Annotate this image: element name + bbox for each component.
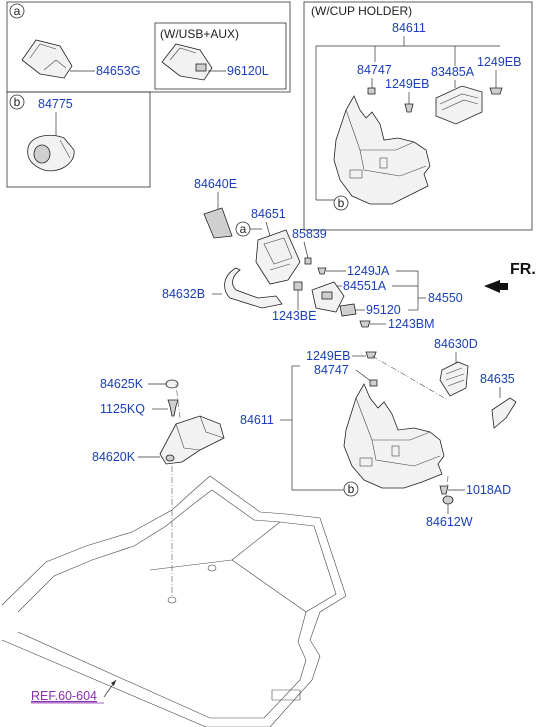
legend-marker-a-text: a: [14, 4, 21, 18]
part-84620k-label: 84620K: [92, 450, 136, 464]
callout-marker-b-text: b: [348, 482, 355, 496]
cup-holder-84747-label: 84747: [357, 63, 392, 77]
part-84612w-label: 84612W: [426, 515, 473, 529]
tray-96120l-part: [161, 43, 213, 81]
middle-cluster: 84640E 84651 a 85839 1249JA 84551A 84550: [162, 177, 463, 331]
bracket-1243be-part: [293, 281, 303, 291]
screw-1249eb-part: [365, 351, 377, 359]
clip-84747-lower-part: [369, 379, 378, 387]
screw-1249eb-b-part: [489, 87, 503, 95]
reference-link[interactable]: REF.60-604: [31, 689, 97, 703]
part-95120-label: 95120: [366, 303, 401, 317]
cover-84775-part: [27, 134, 75, 172]
front-direction-label: FR.: [510, 261, 536, 278]
cup-holder-83485a-label: 83485A: [431, 65, 475, 79]
part-84630d-label: 84630D: [434, 337, 478, 351]
cup-holder-title: (W/CUP HOLDER): [311, 4, 412, 18]
cup-holder-1249eb-b-label: 1249EB: [477, 55, 521, 69]
bracket-84620k-part: [159, 415, 225, 465]
part-84747-label: 84747: [314, 363, 349, 377]
grille-84630d-part: [439, 361, 469, 397]
cap-84625k-part: [165, 379, 179, 389]
legend-marker-a: [9, 3, 25, 19]
part-1249ja-label: 1249JA: [347, 264, 390, 278]
part-84640e-label: 84640E: [194, 177, 237, 191]
front-direction-indicator: FR.: [484, 261, 536, 293]
cup-holder-84611-label: 84611: [392, 21, 426, 35]
trim-84632b-part: [224, 267, 283, 309]
front-arrow-icon: [484, 280, 508, 293]
tray-84653g-part: [21, 39, 73, 79]
reference-arrow-icon: [111, 680, 116, 686]
lower-console-group: 1249EB 84747 84611 b 84630D 84635 1018AD: [240, 337, 517, 529]
part-84611-label: 84611: [240, 413, 274, 427]
screw-1249eb-part: [404, 103, 414, 113]
part-84651-label: 84651: [251, 207, 286, 221]
part-96120l-label: 96120L: [227, 64, 269, 78]
part-84632b-label: 84632B: [162, 287, 205, 301]
callout-marker-a-text: a: [240, 222, 247, 236]
part-1018ad-label: 1018AD: [466, 483, 511, 497]
part-85839-label: 85839: [292, 227, 327, 241]
part-84550-label: 84550: [428, 291, 463, 305]
cup-holder-panel: (W/CUP HOLDER) 84611 84747 1249EB 83485A…: [303, 1, 533, 231]
screw-1243bm-part: [359, 320, 371, 328]
part-84551a-label: 84551A: [343, 279, 387, 293]
cup-holder-console-part: [333, 95, 431, 205]
legend-marker-b: [9, 94, 25, 110]
switch-95120-part: [339, 303, 357, 317]
part-1243be-label: 1243BE: [272, 309, 316, 323]
screw-1249ja-part: [317, 267, 327, 275]
cup-holder-1249eb-a-label: 1249EB: [385, 77, 429, 91]
console-84611-part: [343, 383, 445, 489]
part-84775-label: 84775: [38, 97, 73, 111]
reference-link-group[interactable]: REF.60-604: [31, 679, 117, 704]
part-84635-label: 84635: [480, 372, 515, 386]
clip-84747-part: [367, 87, 376, 95]
part-84653g-label: 84653G: [96, 64, 140, 78]
shift-boot-group: 84625K 1125KQ 84620K: [92, 377, 225, 598]
cap-84612w-part: [442, 495, 454, 505]
usb-aux-variant-title: (W/USB+AUX): [160, 27, 239, 41]
legend-panel: a (W/USB+AUX) 84653G 96120L b 84775: [6, 1, 291, 188]
panel-84551a-part: [311, 281, 345, 313]
callout-marker-b: [343, 481, 359, 497]
cup-holder-marker-b: [333, 195, 349, 211]
legend-marker-b-text: b: [14, 95, 21, 109]
cover-84635-part: [491, 397, 517, 429]
part-84625k-label: 84625K: [100, 377, 144, 391]
floor-carpet-part: [1, 475, 347, 727]
cup-holder-marker-b-text: b: [338, 196, 345, 210]
boot-84640e-part: [203, 207, 233, 239]
part-1249eb-label: 1249EB: [306, 349, 350, 363]
clip-85839-part: [304, 257, 312, 265]
part-1125kq-label: 1125KQ: [100, 402, 145, 416]
part-1243bm-label: 1243BM: [388, 317, 435, 331]
bolt-1125kq-part: [167, 399, 179, 417]
cup-holder-83485a-part: [435, 85, 483, 125]
bezel-84651-part: [255, 229, 301, 285]
screw-1018ad-part: [439, 485, 449, 495]
